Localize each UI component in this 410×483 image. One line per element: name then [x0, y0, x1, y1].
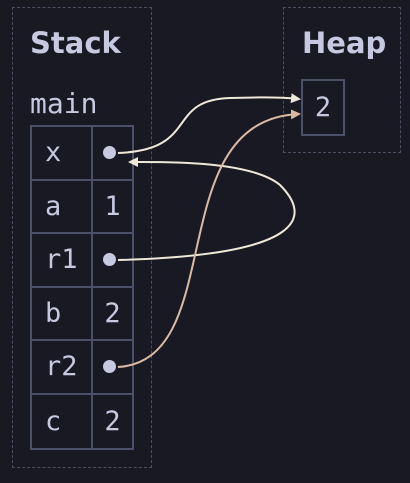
var-value-r1 — [93, 234, 132, 288]
var-name-r1: r1 — [32, 234, 93, 288]
var-name-a: a — [32, 180, 93, 234]
heap-region — [283, 7, 401, 153]
pointer-dot-x — [103, 146, 116, 160]
var-value-b: 2 — [93, 288, 132, 341]
var-value-a: 1 — [93, 181, 132, 234]
variable-table: x a 1 r1 b 2 r2 c 2 — [30, 125, 134, 450]
pointer-dot-r2 — [103, 360, 116, 374]
var-name-b: b — [32, 287, 93, 341]
var-name-r2: r2 — [32, 341, 93, 395]
frame-label: main — [30, 87, 98, 120]
var-value-x — [93, 127, 132, 181]
stack-title: Stack — [30, 26, 121, 60]
var-value-r2 — [93, 341, 132, 395]
heap-cell: 2 — [301, 79, 345, 136]
heap-title: Heap — [302, 26, 387, 60]
pointer-dot-r1 — [103, 253, 116, 267]
var-value-c: 2 — [104, 405, 121, 437]
var-name-x: x — [32, 127, 93, 181]
var-name-c: c — [32, 394, 93, 448]
